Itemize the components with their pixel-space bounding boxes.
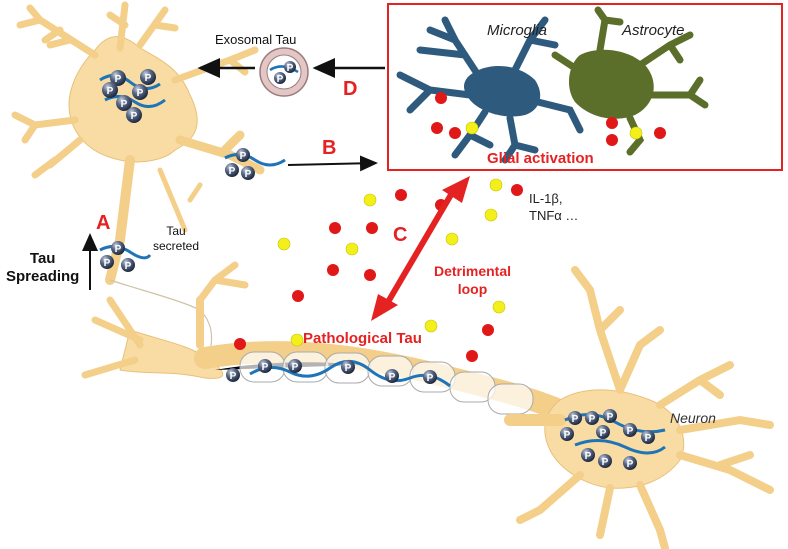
detrimental-loop-arrow: [371, 176, 470, 321]
phospho-p-label: P: [240, 151, 247, 162]
tau-secreted-line1: Tau: [166, 224, 186, 238]
label-a: A: [96, 212, 111, 234]
phospho-p-label: P: [262, 362, 269, 373]
exosome: PP: [259, 47, 309, 97]
tau-secreted-label: Tau secreted: [153, 224, 199, 254]
phospho-p-label: P: [145, 73, 152, 84]
phospho-p-label: P: [125, 261, 132, 272]
astrocyte-cell: [551, 6, 709, 156]
phospho-p-label: P: [585, 451, 592, 462]
phospho-tau-axon: P P P P P P: [226, 359, 437, 384]
phospho-p-label: P: [115, 74, 122, 85]
phospho-p-label: P: [345, 363, 352, 374]
cytokines-red: [234, 92, 666, 362]
detrimental-line1: Detrimental: [434, 263, 512, 279]
phospho-p-label: P: [600, 428, 607, 439]
phospho-p-label: P: [602, 457, 609, 468]
detrimental-line2: loop: [457, 281, 488, 297]
phospho-p-label: P: [131, 111, 138, 122]
label-c: C: [393, 224, 408, 246]
arrow-b: [287, 155, 378, 172]
phospho-p-label: P: [287, 63, 294, 74]
label-d: D: [343, 78, 358, 100]
tau-spreading-line2: Spreading: [6, 268, 80, 285]
phospho-p-label: P: [645, 433, 652, 444]
phospho-p-label: P: [564, 430, 571, 441]
microglia-cell: [396, 16, 584, 164]
phospho-p-label: P: [292, 362, 299, 373]
exosomal-tau-label: Exosomal Tau: [215, 32, 297, 47]
phospho-p-label: P: [229, 166, 236, 177]
phospho-p-label: P: [572, 414, 579, 425]
neuron-label: Neuron: [670, 410, 716, 426]
phospho-p-label: P: [245, 169, 252, 180]
bottom-right-neuron: [504, 266, 774, 549]
phospho-p-label: P: [230, 371, 237, 382]
tau-secreted-line2: secreted: [153, 239, 200, 253]
left-axon-terminal: [81, 261, 249, 379]
phospho-p-label: P: [137, 88, 144, 99]
glial-activation-label: Glial activation: [487, 150, 594, 167]
pathological-tau-label: Pathological Tau: [303, 330, 422, 347]
label-b: B: [322, 137, 337, 159]
cytokines-line1: IL-1β,: [529, 191, 563, 206]
phospho-p-label: P: [627, 426, 634, 437]
phospho-p-label: P: [121, 99, 128, 110]
cytokines-label: IL-1β, TNFα …: [529, 190, 578, 224]
top-left-neuron: [11, 1, 265, 371]
phospho-p-label: P: [607, 412, 614, 423]
tau-spreading-line1: Tau: [29, 250, 56, 267]
phospho-p-label: P: [277, 74, 284, 85]
phospho-p-label: P: [589, 414, 596, 425]
cytokines-yellow: [277, 121, 643, 347]
phospho-p-label: P: [107, 86, 114, 97]
phospho-p-label: P: [427, 373, 434, 384]
phospho-p-label: P: [104, 258, 111, 269]
astrocyte-label: Astrocyte: [622, 22, 685, 39]
glial-activation-box: [387, 3, 783, 171]
cytokines-line2: TNFα …: [529, 208, 579, 223]
phospho-p-label: P: [389, 372, 396, 383]
detrimental-loop-label: Detrimental loop: [434, 262, 511, 298]
microglia-label: Microglia: [487, 22, 548, 39]
phospho-p-label: P: [115, 244, 122, 255]
phospho-p-label: P: [627, 459, 634, 470]
tau-spreading-label: Tau Spreading: [6, 250, 79, 286]
